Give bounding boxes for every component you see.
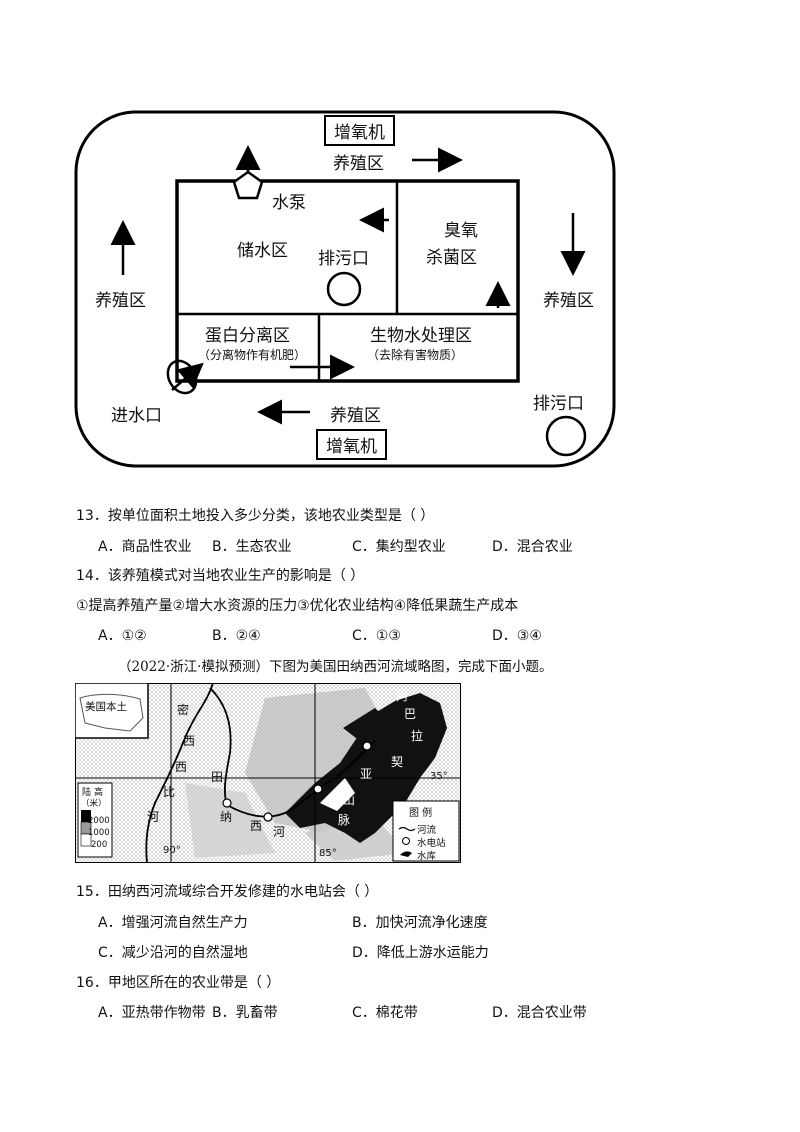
- question-16: 16．甲地区所在的农业带是（ ）: [76, 975, 281, 991]
- mountain-char-3: 拉: [411, 729, 424, 743]
- q14-option-b: B．②④: [212, 628, 261, 644]
- pump-icon: [232, 170, 264, 200]
- aquaculture-diagram: 增氧机 增氧机 养殖区 养殖区 养殖区 养殖区 水泵 储水区 排污口 臭氧 杀菌…: [0, 0, 800, 480]
- q15-option-c: C．减少沿河的自然湿地: [98, 945, 248, 961]
- aquaculture-diagram-lines: [74, 110, 616, 468]
- question-13: 13．按单位面积土地投入多少分类，该地农业类型是（ ）: [76, 508, 435, 524]
- hydro-station-icon: [222, 798, 232, 808]
- river-mississippi-char-5: 河: [147, 810, 160, 824]
- longitude-85-label: 85°: [319, 848, 337, 859]
- river-mississippi-char-1: 密: [177, 703, 190, 717]
- question-14: 14．该养殖模式对当地农业生产的影响是（ ）: [76, 568, 365, 584]
- symbol-legend: [392, 800, 460, 862]
- outer-boundary: [74, 110, 616, 468]
- bottom-aerator-label: 增氧机: [316, 429, 387, 460]
- q14-option-a: A．①②: [98, 628, 147, 644]
- inner-boundary: [175, 179, 520, 383]
- mountain-char-2: 巴: [404, 707, 417, 721]
- question-15: 15．田纳西河流域综合开发修建的水电站会（ ）: [76, 884, 379, 900]
- top-area-label: 养殖区: [333, 154, 384, 174]
- bottom-area-label: 养殖区: [330, 406, 381, 426]
- river-tennessee-char-4: 河: [273, 825, 286, 839]
- elevation-title-1: 陆: [82, 788, 92, 798]
- mountain-char-6: 山: [343, 793, 356, 807]
- jia-label: 甲: [327, 772, 340, 786]
- bio-note: （去除有害物质）: [367, 348, 464, 362]
- legend-reservoir: 水库: [417, 851, 437, 862]
- top-aerator-label: 增氧机: [324, 115, 395, 146]
- inlet-label: 进水口: [111, 406, 162, 426]
- question-14-statements: ①提高养殖产量②增大水资源的压力③优化农业结构④降低果蔬生产成本: [76, 598, 519, 614]
- river-tennessee-char-1: 田: [211, 770, 224, 784]
- q13-option-a: A．商品性农业: [98, 539, 192, 555]
- q15-option-b: B．加快河流净化速度: [352, 915, 488, 931]
- outlet-inner-icon: [326, 271, 362, 307]
- pump-label: 水泵: [272, 193, 306, 213]
- inset-label: 美国本土: [85, 701, 127, 713]
- mississippi-river: [145, 683, 214, 863]
- latitude-label: 35°: [430, 771, 448, 782]
- river-tennessee-char-3: 西: [250, 819, 263, 833]
- mountain-char-4: 契: [391, 755, 404, 769]
- river-mississippi-char-3: 西: [175, 760, 188, 774]
- hydro-station-icon: [313, 784, 323, 794]
- q15-option-d: D．降低上游水运能力: [352, 945, 489, 961]
- mountain-char-5: 亚: [360, 767, 373, 781]
- right-area-label: 养殖区: [543, 291, 594, 311]
- q16-option-c: C．棉花带: [352, 1005, 418, 1021]
- tennessee-river: [209, 687, 376, 818]
- ozone-label-1: 臭氧: [444, 221, 478, 241]
- river-mississippi-char-4: 比: [163, 785, 176, 799]
- hydro-station-icon: [362, 741, 372, 751]
- q14-option-c: C．①③: [352, 628, 401, 644]
- elevation-title-2: 高: [94, 788, 104, 798]
- elevation-200: 200: [91, 840, 108, 850]
- map-drawing: [75, 683, 461, 863]
- outlet-outer-icon: [545, 415, 587, 457]
- legend-title: 图 例: [409, 808, 433, 819]
- q13-option-c: C．集约型农业: [352, 539, 446, 555]
- q16-option-b: B．乳畜带: [212, 1005, 278, 1021]
- elevation-2000: 2000: [88, 816, 110, 826]
- river-legend-icon: [398, 826, 416, 832]
- river-mississippi-char-2: 西: [183, 734, 196, 748]
- outlet-inner-label: 排污口: [318, 249, 369, 269]
- map-intro: （2022·浙江·模拟预测）下图为美国田纳西河流域略图，完成下面小题。: [118, 659, 553, 675]
- inlet-valve-icon: [166, 359, 198, 395]
- q16-option-a: A．亚热带作物带: [98, 1005, 206, 1021]
- outlet-outer-label: 排污口: [533, 394, 584, 414]
- tennessee-map: 美国本土 密 西 西 比 河 田 纳 西 河 甲 阿 巴 拉 契 亚 山 脉 3…: [75, 683, 461, 863]
- river-tennessee-char-2: 纳: [220, 810, 233, 824]
- legend-river: 河流: [417, 825, 437, 836]
- hydro-legend-icon: [402, 837, 410, 845]
- bio-label: 生物水处理区: [370, 326, 472, 346]
- protein-note: （分离物作有机肥）: [198, 348, 307, 362]
- mountain-char-1: 阿: [396, 689, 409, 703]
- reservoir-legend-icon: [400, 851, 412, 857]
- legend-hydro: 水电站: [417, 838, 446, 849]
- elevation-unit: （米）: [81, 799, 107, 809]
- storage-label: 储水区: [237, 241, 288, 261]
- ozone-label-2: 杀菌区: [426, 248, 477, 268]
- elevation-1000: 1000: [88, 828, 110, 838]
- q16-option-d: D．混合农业带: [492, 1005, 587, 1021]
- left-area-label: 养殖区: [95, 291, 146, 311]
- hydro-station-icon: [263, 812, 273, 822]
- q15-option-a: A．增强河流自然生产力: [98, 915, 248, 931]
- protein-label: 蛋白分离区: [205, 326, 290, 346]
- q14-option-d: D．③④: [492, 628, 542, 644]
- q13-option-d: D．混合农业: [492, 539, 573, 555]
- mountain-char-7: 脉: [338, 813, 351, 827]
- longitude-90-label: 90°: [163, 845, 181, 856]
- q13-option-b: B．生态农业: [212, 539, 292, 555]
